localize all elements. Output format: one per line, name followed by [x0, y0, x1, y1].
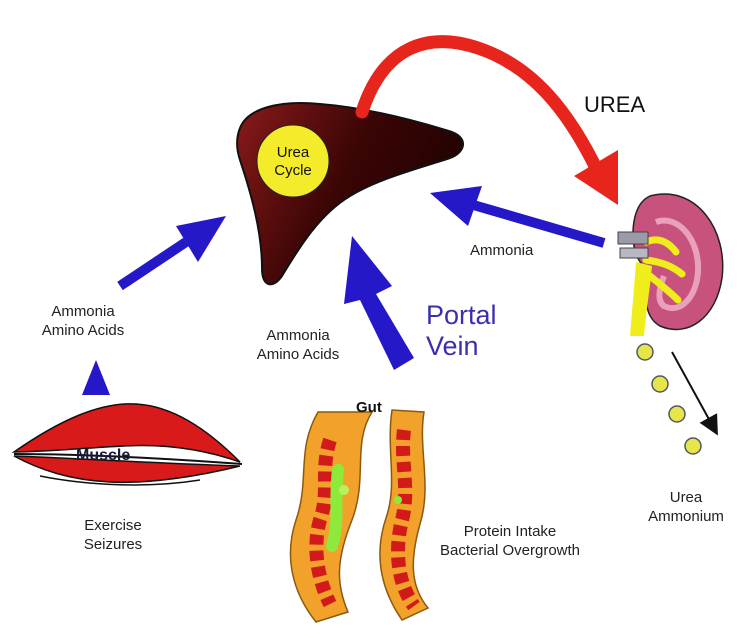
- ammonia-muscle-line2: Amino Acids: [20, 321, 146, 340]
- ammonia-gut-line1: Ammonia: [238, 326, 358, 345]
- muscle-icon: [14, 404, 242, 485]
- ammonia-gut-line2: Amino Acids: [238, 345, 358, 364]
- gut-causes-label: Protein Intake Bacterial Overgrowth: [412, 522, 608, 560]
- urea-ammonium-label: Urea Ammonium: [630, 488, 742, 526]
- urea-drops: [637, 344, 701, 454]
- urea-cycle-label: Urea Cycle: [262, 144, 324, 180]
- exercise-line: Exercise: [68, 516, 158, 535]
- muscle-causes-label: Exercise Seizures: [68, 516, 158, 554]
- urea-cycle-line1: Urea: [262, 144, 324, 162]
- protein-intake-line: Protein Intake: [412, 522, 608, 541]
- ammonia-kidney-label: Ammonia: [470, 241, 533, 260]
- urea-out-line2: Ammonium: [630, 507, 742, 526]
- portal-vein-line2: Vein: [426, 331, 497, 362]
- urea-title: UREA: [584, 95, 645, 114]
- ammonia-from-muscle-arrow: [120, 216, 226, 286]
- gut-label: Gut: [356, 398, 382, 417]
- urea-out-line1: Urea: [630, 488, 742, 507]
- muscle-up-arrow: [82, 360, 110, 395]
- ammonia-from-kidney-arrow: [430, 186, 604, 243]
- bacterial-overgrowth-line: Bacterial Overgrowth: [412, 541, 608, 560]
- muscle-label: Muscle: [76, 446, 130, 465]
- ammonia-muscle-line1: Ammonia: [20, 302, 146, 321]
- urea-cycle-line2: Cycle: [262, 162, 324, 180]
- ammonia-muscle-label: Ammonia Amino Acids: [20, 302, 146, 340]
- ammonia-gut-label: Ammonia Amino Acids: [238, 326, 358, 364]
- gut-icon: [290, 410, 428, 622]
- portal-vein-label: Portal Vein: [426, 300, 497, 362]
- seizures-line: Seizures: [68, 535, 158, 554]
- portal-vein-line1: Portal: [426, 300, 497, 331]
